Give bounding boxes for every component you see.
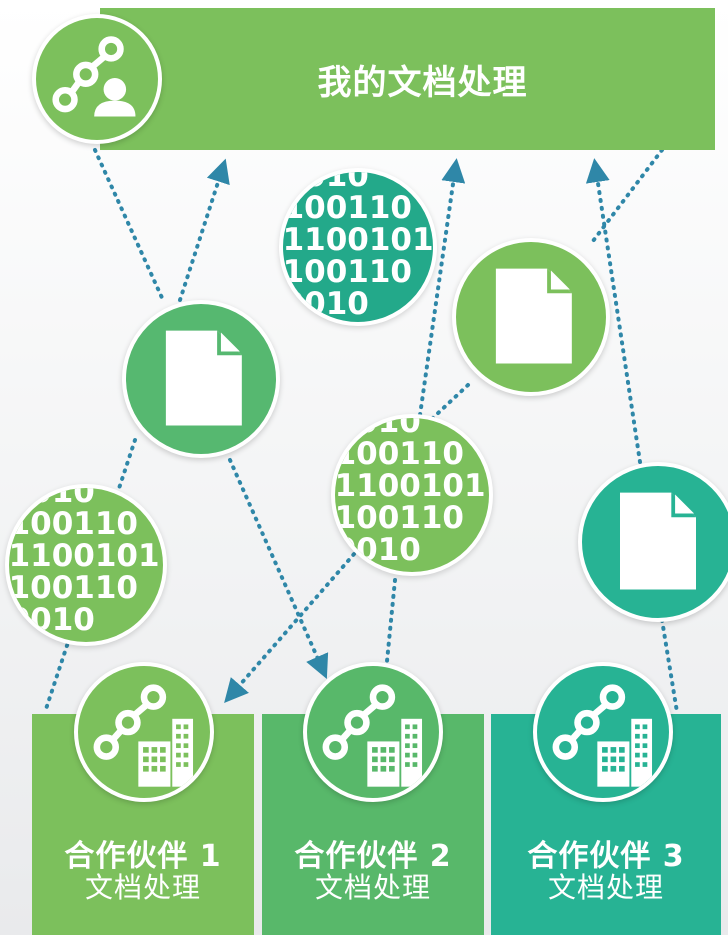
binary-text: 10010010011011100101010011010010	[8, 484, 160, 638]
partner-name: 合作伙伴 3	[527, 839, 685, 874]
binary-data-circle: 10010010011011100101010011010010	[5, 484, 167, 646]
binary-data-circle: 10010010011011100101010011010010	[331, 414, 493, 576]
binary-text: 10010010011011100101010011010010	[334, 414, 486, 568]
link-line	[588, 148, 664, 247]
header-title: 我的文档处理	[317, 62, 528, 103]
partner-name: 合作伙伴 1	[64, 839, 222, 874]
partner-subtitle: 文档处理	[547, 871, 664, 904]
document-icon	[578, 462, 728, 622]
workflow-building-icon	[74, 662, 214, 802]
link-line	[418, 158, 466, 417]
link-line	[585, 158, 642, 464]
partner-subtitle: 文档处理	[84, 871, 201, 904]
binary-data-circle: 10010010011011100101010011010010	[279, 168, 437, 326]
binary-text: 10010010011011100101010011010010	[282, 168, 434, 322]
partner-name: 合作伙伴 2	[294, 839, 452, 874]
link-line	[93, 148, 165, 302]
partner-subtitle: 文档处理	[314, 871, 431, 904]
link-line	[228, 458, 329, 679]
link-line	[178, 158, 230, 302]
header-banner: 我的文档处理	[100, 8, 715, 150]
partner-panel-3: 合作伙伴 3 文档处理	[491, 714, 721, 935]
workflow-building-icon	[303, 662, 443, 802]
workflow-building-icon	[533, 662, 673, 802]
link-line	[660, 618, 679, 714]
document-icon	[452, 238, 610, 396]
workflow-user-icon	[32, 14, 162, 144]
document-icon	[122, 300, 280, 458]
